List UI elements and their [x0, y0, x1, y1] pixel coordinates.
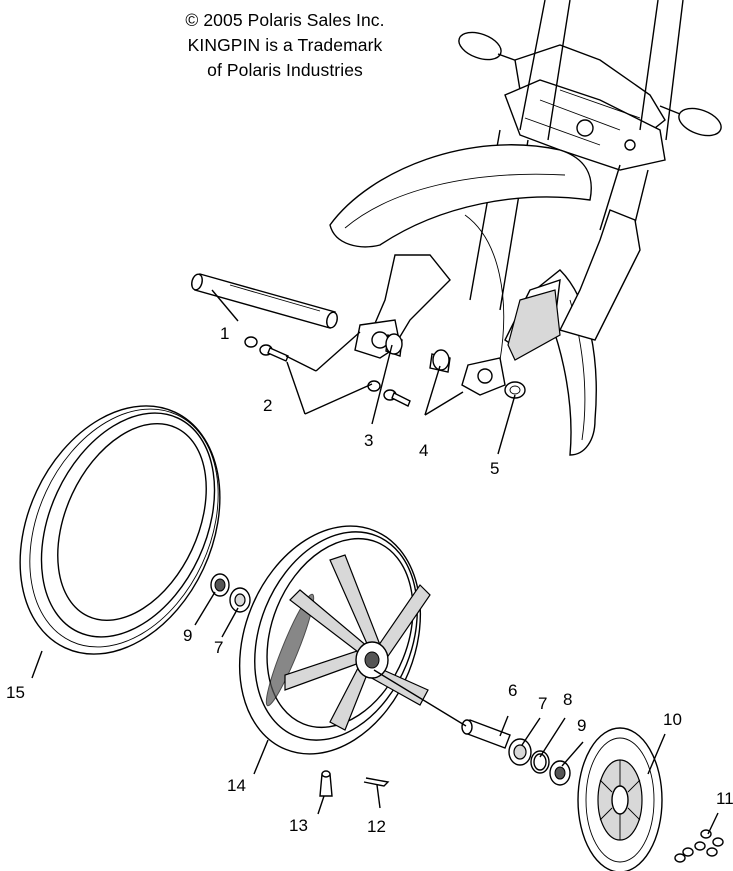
wheel-weight	[363, 777, 390, 787]
callout-3: 3	[364, 431, 373, 450]
wheel-spacer	[461, 719, 511, 749]
callout-8: 8	[563, 690, 572, 709]
callout-9b: 9	[577, 716, 586, 735]
fork-assembly	[329, 0, 722, 456]
bearing-left	[210, 573, 251, 613]
callout-labels: 1 2 3 4 5 6 7 7 8 9 9 10 11 12 13 14 15	[6, 324, 733, 836]
copyright-line: © 2005 Polaris Sales Inc.	[185, 10, 385, 30]
copyright-notice: © 2005 Polaris Sales Inc. KINGPIN is a T…	[150, 8, 420, 83]
trademark-line-2: of Polaris Industries	[207, 60, 363, 80]
callout-9a: 9	[183, 626, 192, 645]
wheel-part	[238, 525, 431, 755]
callout-10: 10	[663, 710, 682, 729]
callout-4: 4	[419, 441, 428, 460]
disc-bolts	[674, 829, 724, 863]
callout-13: 13	[289, 816, 308, 835]
callout-15: 15	[6, 683, 25, 702]
valve-stem	[319, 770, 333, 797]
pinch-bolts	[244, 336, 411, 407]
axle-nut	[504, 381, 526, 399]
callout-7b: 7	[538, 694, 547, 713]
callout-1: 1	[220, 324, 229, 343]
tire-part	[19, 405, 221, 655]
trademark-line-1: KINGPIN is a Trademark	[187, 35, 383, 55]
brake-disc	[577, 727, 663, 871]
callout-11: 11	[716, 789, 733, 808]
axle-spacers	[385, 333, 451, 373]
leader-lines	[31, 289, 719, 835]
callout-14: 14	[227, 776, 246, 795]
callout-5: 5	[490, 459, 499, 478]
callout-2: 2	[263, 396, 272, 415]
callout-6: 6	[508, 681, 517, 700]
axle-part	[191, 273, 338, 329]
bearing-right	[508, 738, 571, 786]
callout-7a: 7	[214, 638, 223, 657]
callout-12: 12	[367, 817, 386, 836]
